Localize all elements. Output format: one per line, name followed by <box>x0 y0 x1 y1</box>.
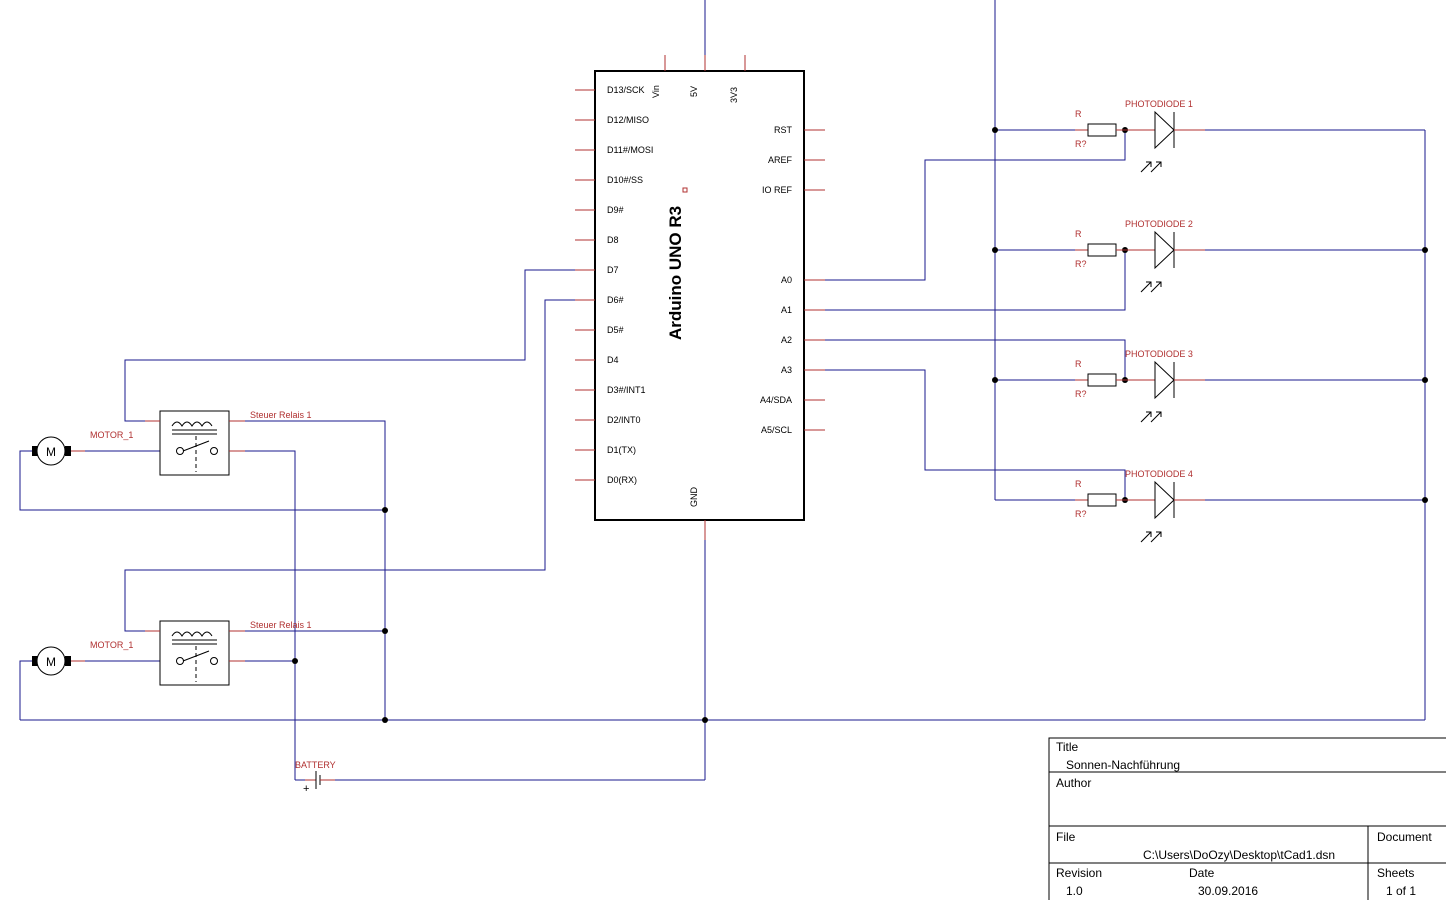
photodiode-row-3: R R? PHOTODIODE 3 <box>1075 349 1205 423</box>
pin-label-d0: D0(RX) <box>607 475 637 485</box>
pin-label-d4: D4 <box>607 355 619 365</box>
pin-label-a5: A5/SCL <box>761 425 792 435</box>
pin-label-d1: D1(TX) <box>607 445 636 455</box>
light-arrows-icon <box>1140 161 1162 173</box>
pin-label-d11: D11#/MOSI <box>607 145 653 155</box>
wires <box>19 0 1426 781</box>
motor-label: MOTOR_1 <box>90 640 133 650</box>
photodiode-label: PHOTODIODE 1 <box>1125 99 1193 109</box>
light-arrows-icon <box>1140 531 1162 543</box>
relay-label: Steuer Relais 1 <box>250 410 312 420</box>
photodiode-label: PHOTODIODE 4 <box>1125 469 1193 479</box>
sheets-value: 1 of 1 <box>1386 884 1416 898</box>
motor-1: M MOTOR_1 <box>32 430 133 466</box>
motor-2: M MOTOR_1 <box>32 640 133 676</box>
pin-label-d10: D10#/SS <box>607 175 643 185</box>
pin-label-a4: A4/SDA <box>760 395 792 405</box>
pin-label-a3: A3 <box>781 365 792 375</box>
pin-label-d2: D2/INT0 <box>607 415 641 425</box>
battery-label: BATTERY <box>295 760 336 770</box>
resistor-value: R? <box>1075 509 1087 519</box>
pin-label-a2: A2 <box>781 335 792 345</box>
file-label: File <box>1056 830 1076 844</box>
pin-label-d9: D9# <box>607 205 624 215</box>
pin-label-d7: D7 <box>607 265 619 275</box>
pin1-marker <box>682 187 688 193</box>
pin-label-rst: RST <box>774 125 793 135</box>
motor-symbol: M <box>46 655 56 669</box>
pin-label-a0: A0 <box>781 275 792 285</box>
revision-value: 1.0 <box>1066 884 1083 898</box>
junction-dots <box>292 127 1428 723</box>
motor-label: MOTOR_1 <box>90 430 133 440</box>
pin-label-d8: D8 <box>607 235 619 245</box>
resistor-value: R? <box>1075 389 1087 399</box>
light-arrows-icon <box>1140 411 1162 423</box>
pin-label-vin: Vin <box>651 85 661 98</box>
resistor-label: R <box>1075 479 1082 489</box>
battery-polarity: + <box>303 783 309 795</box>
title-value: Sonnen-Nachführung <box>1066 758 1180 772</box>
resistor-value: R? <box>1075 139 1087 149</box>
title-label: Title <box>1056 740 1079 754</box>
sheets-label: Sheets <box>1377 866 1414 880</box>
pin-label-d6: D6# <box>607 295 624 305</box>
pin-label-5v: 5V <box>689 86 699 97</box>
resistor-label: R <box>1075 229 1082 239</box>
pin-label-aref: AREF <box>768 155 793 165</box>
arduino-name: Arduino UNO R3 <box>666 206 685 340</box>
battery: BATTERY + <box>295 760 336 795</box>
pin-label-gnd: GND <box>689 487 699 508</box>
resistor-label: R <box>1075 109 1082 119</box>
pin-label-d5: D5# <box>607 325 624 335</box>
author-label: Author <box>1056 776 1091 790</box>
photodiode-label: PHOTODIODE 2 <box>1125 219 1193 229</box>
photodiode-row-2: R R? PHOTODIODE 2 <box>1075 219 1205 293</box>
file-value: C:\Users\DoOzy\Desktop\tCad1.dsn <box>1143 848 1335 862</box>
date-value: 30.09.2016 <box>1198 884 1258 898</box>
pin-label-a1: A1 <box>781 305 792 315</box>
pin-label-d12: D12/MISO <box>607 115 649 125</box>
title-block: Title Sonnen-Nachführung Author File C:\… <box>1048 737 1446 900</box>
revision-label: Revision <box>1056 866 1102 880</box>
arduino-uno-r3: D13/SCK D12/MISO D11#/MOSI D10#/SS D9# D… <box>575 55 825 540</box>
relay-label: Steuer Relais 1 <box>250 620 312 630</box>
motor-symbol: M <box>46 445 56 459</box>
relay-2: Steuer Relais 1 <box>145 620 312 686</box>
pin-label-d3: D3#/INT1 <box>607 385 646 395</box>
photodiode-row-4: R R? PHOTODIODE 4 <box>1075 469 1205 543</box>
resistor-label: R <box>1075 359 1082 369</box>
date-label: Date <box>1189 866 1215 880</box>
photodiode-row-1: R R? PHOTODIODE 1 <box>1075 99 1205 173</box>
relay-1: Steuer Relais 1 <box>145 410 312 476</box>
resistor-value: R? <box>1075 259 1087 269</box>
pin-label-d13: D13/SCK <box>607 85 645 95</box>
pin-label-ioref: IO REF <box>762 185 793 195</box>
document-label: Document <box>1377 830 1432 844</box>
photodiode-label: PHOTODIODE 3 <box>1125 349 1193 359</box>
pin-label-3v3: 3V3 <box>729 87 739 103</box>
light-arrows-icon <box>1140 281 1162 293</box>
